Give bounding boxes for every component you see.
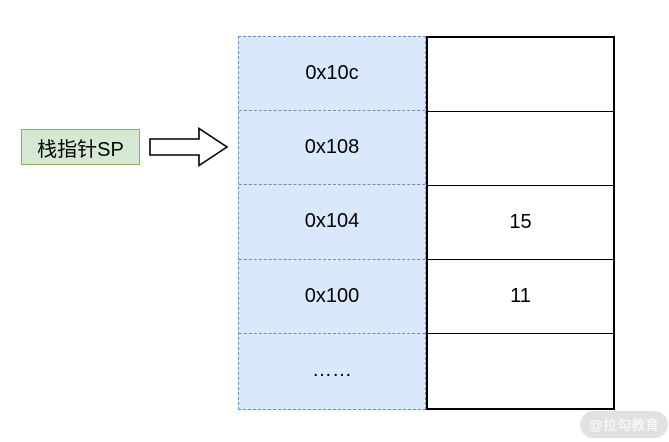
watermark-badge: @拉勾教育 — [580, 411, 668, 438]
address-cell-ellipsis: …… — [312, 359, 352, 382]
value-cell: 11 — [428, 260, 613, 334]
address-cell: 0x100 — [239, 260, 425, 334]
address-cell: 0x108 — [239, 111, 425, 186]
value-cell — [428, 38, 613, 112]
value-cell — [428, 112, 613, 186]
stack-pointer-label: 栈指针SP — [21, 129, 140, 165]
value-cell — [428, 334, 613, 408]
address-cell: 0x10c — [239, 37, 425, 112]
arrow-right-icon — [149, 127, 229, 167]
value-column: 15 11 — [426, 36, 615, 410]
address-cell: 0x104 — [239, 185, 425, 260]
value-cell: 15 — [428, 186, 613, 260]
address-column: 0x10c 0x108 0x104 0x100 …… — [238, 36, 426, 410]
